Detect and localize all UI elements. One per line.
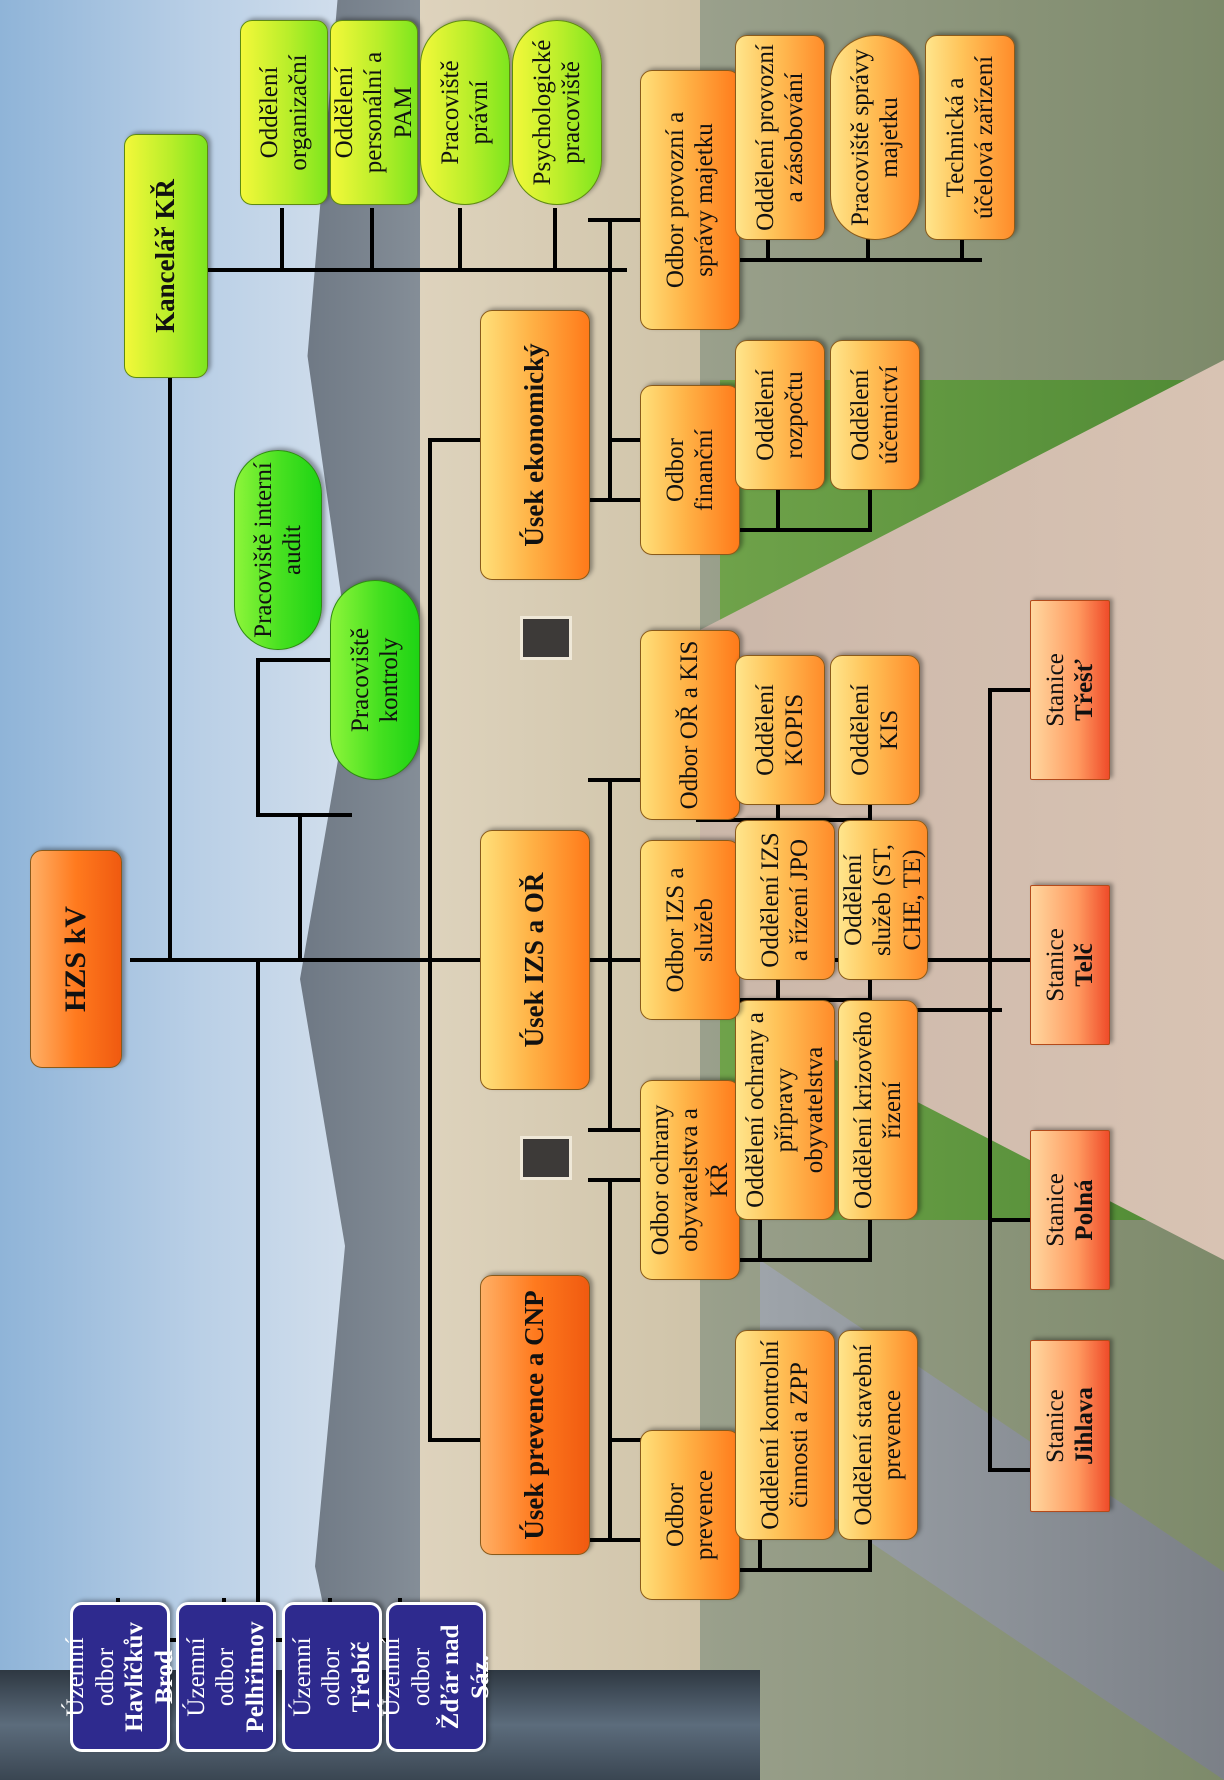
usek-ekonomicky-node: Úsek ekonomický [480,310,590,580]
kancelar-unit-label: Pracoviště právní [436,60,494,165]
uzemni-odbor-prefix: Územní odbor [288,1637,346,1717]
stanice-name: Jihlava [1071,1387,1098,1465]
stanice-prefix: Stanice [1041,928,1069,1002]
uzemni-odbor-prefix: Územní odbor [378,1637,435,1717]
kancelar-unit-personalni: Oddělení personální a PAM [330,20,418,205]
oddeleni-kis: Oddělení KIS [830,655,920,805]
kancelar-unit-pravni: Pracoviště právní [420,20,510,205]
kancelar-title: Kancelář KŘ [150,179,181,333]
odbor-izs-sluzeb: Odbor IZS a služeb [640,840,740,1020]
usek-ekonomicky-title: Úsek ekonomický [519,343,550,547]
oddeleni-krizoveho-label: Oddělení krizového řízení [849,1011,907,1209]
uzemni-odbor-name: Pelhřimov [241,1621,269,1733]
pracoviste-spravy-majetku: Pracoviště správy majetku [830,35,920,240]
uzemni-odbor-name: Žďár nad Sáz. [437,1624,494,1730]
usek-izs-node: Úsek IZS a OŘ [480,830,590,1090]
uzemni-odbor-name: Třebíč [347,1641,375,1713]
odbor-prevence-label: Odbor prevence [661,1469,719,1561]
oddeleni-provozni-label: Oddělení provozní a zásobování [751,44,809,231]
oddeleni-stavebni-label: Oddělení stavební prevence [849,1344,907,1526]
oddeleni-ucetnictvi: Oddělení účetnictví [830,340,920,490]
usek-prevence-node: Úsek prevence a CNP [480,1275,590,1555]
uzemni-odbor-prefix: Územní odbor [62,1637,119,1717]
odbor-izs-label: Odbor IZS a služeb [661,867,719,993]
oddeleni-stavebni-prevence: Oddělení stavební prevence [838,1330,918,1540]
usek-prevence-title: Úsek prevence a CNP [519,1290,550,1540]
odbor-or-kis: Odbor OŘ a KIS [640,630,740,820]
stanice-name: Třešť [1071,659,1098,721]
kancelar-unit-label: Oddělení organizační [255,54,313,171]
oddeleni-krizoveho-rizeni: Oddělení krizového řízení [838,1000,918,1220]
stanice-prefix: Stanice [1041,1389,1069,1463]
pracoviste-spravy-label: Pracoviště správy majetku [846,48,904,227]
pracoviste-kontroly: Pracoviště kontroly [330,580,420,780]
odbor-ochrany-obyvatelstva: Odbor ochrany obyvatelstva a KŘ [640,1080,740,1280]
odbor-financni-label: Odbor finanční [661,429,719,511]
pracoviste-kontroly-label: Pracoviště kontroly [346,627,404,733]
kancelar-unit-label: Oddělení personální a PAM [330,51,417,174]
odbor-prevence: Odbor prevence [640,1430,740,1600]
technicka-label: Technická a účelová zařízení [941,55,999,220]
oddeleni-kis-label: Oddělení KIS [846,684,904,776]
oddeleni-kontrolni-cinnosti: Oddělení kontrolní činnosti a ZPP [735,1330,835,1540]
oddeleni-ochrany-pripravy: Oddělení ochrany a přípravy obyvatelstva [735,1000,835,1220]
oddeleni-ochrany-label: Oddělení ochrany a přípravy obyvatelstva [741,1012,828,1208]
oddeleni-rozpoctu: Oddělení rozpočtu [735,340,825,490]
stanice-prefix: Stanice [1041,653,1069,727]
stanice-name: Telč [1071,943,1098,987]
odbor-ochrany-label: Odbor ochrany obyvatelstva a KŘ [646,1104,733,1256]
technicka-ucelova-zarizeni: Technická a účelová zařízení [925,35,1015,240]
kancelar-unit-psychologicke: Psychologické pracoviště [512,20,602,205]
odbor-provozni: Odbor provozní a správy majetku [640,70,740,330]
oddeleni-kontrolni-label: Oddělení kontrolní činnosti a ZPP [756,1340,814,1530]
oddeleni-kopis-label: Oddělení KOPIS [751,684,809,776]
oddeleni-izs-label: Oddělení IZS a řízení JPO [756,832,814,968]
root-node: HZS kV [30,850,122,1068]
root-label: HZS kV [59,906,93,1012]
oddeleni-kopis: Oddělení KOPIS [735,655,825,805]
pracoviste-audit: Pracoviště interní audit [234,450,322,650]
kancelar-unit-organizacni: Oddělení organizační [240,20,328,205]
kancelar-unit-label: Psychologické pracoviště [528,39,586,186]
stanice-prefix: Stanice [1041,1173,1069,1247]
odbor-or-label: Odbor OŘ a KIS [676,640,704,810]
usek-izs-title: Úsek IZS a OŘ [519,872,550,1048]
oddeleni-sluzeb: Oddělení služeb (ST, CHE, TE) [838,820,928,980]
oddeleni-ucetnictvi-label: Oddělení účetnictví [846,365,904,465]
odbor-provozni-label: Odbor provozní a správy majetku [661,111,719,289]
uzemni-odbor-prefix: Územní odbor [182,1637,240,1717]
oddeleni-provozni: Oddělení provozní a zásobování [735,35,825,240]
uzemni-odbor-name: Havlíčkův Brod [121,1622,178,1732]
oddeleni-izs-jpo: Oddělení IZS a řízení JPO [735,820,835,980]
pracoviste-audit-label: Pracoviště interní audit [249,462,307,638]
kancelar-node: Kancelář KŘ [124,134,208,378]
oddeleni-rozpoctu-label: Oddělení rozpočtu [751,369,809,461]
odbor-financni: Odbor finanční [640,385,740,555]
stanice-name: Polná [1071,1179,1098,1241]
oddeleni-sluzeb-label: Oddělení služeb (ST, CHE, TE) [839,844,926,957]
